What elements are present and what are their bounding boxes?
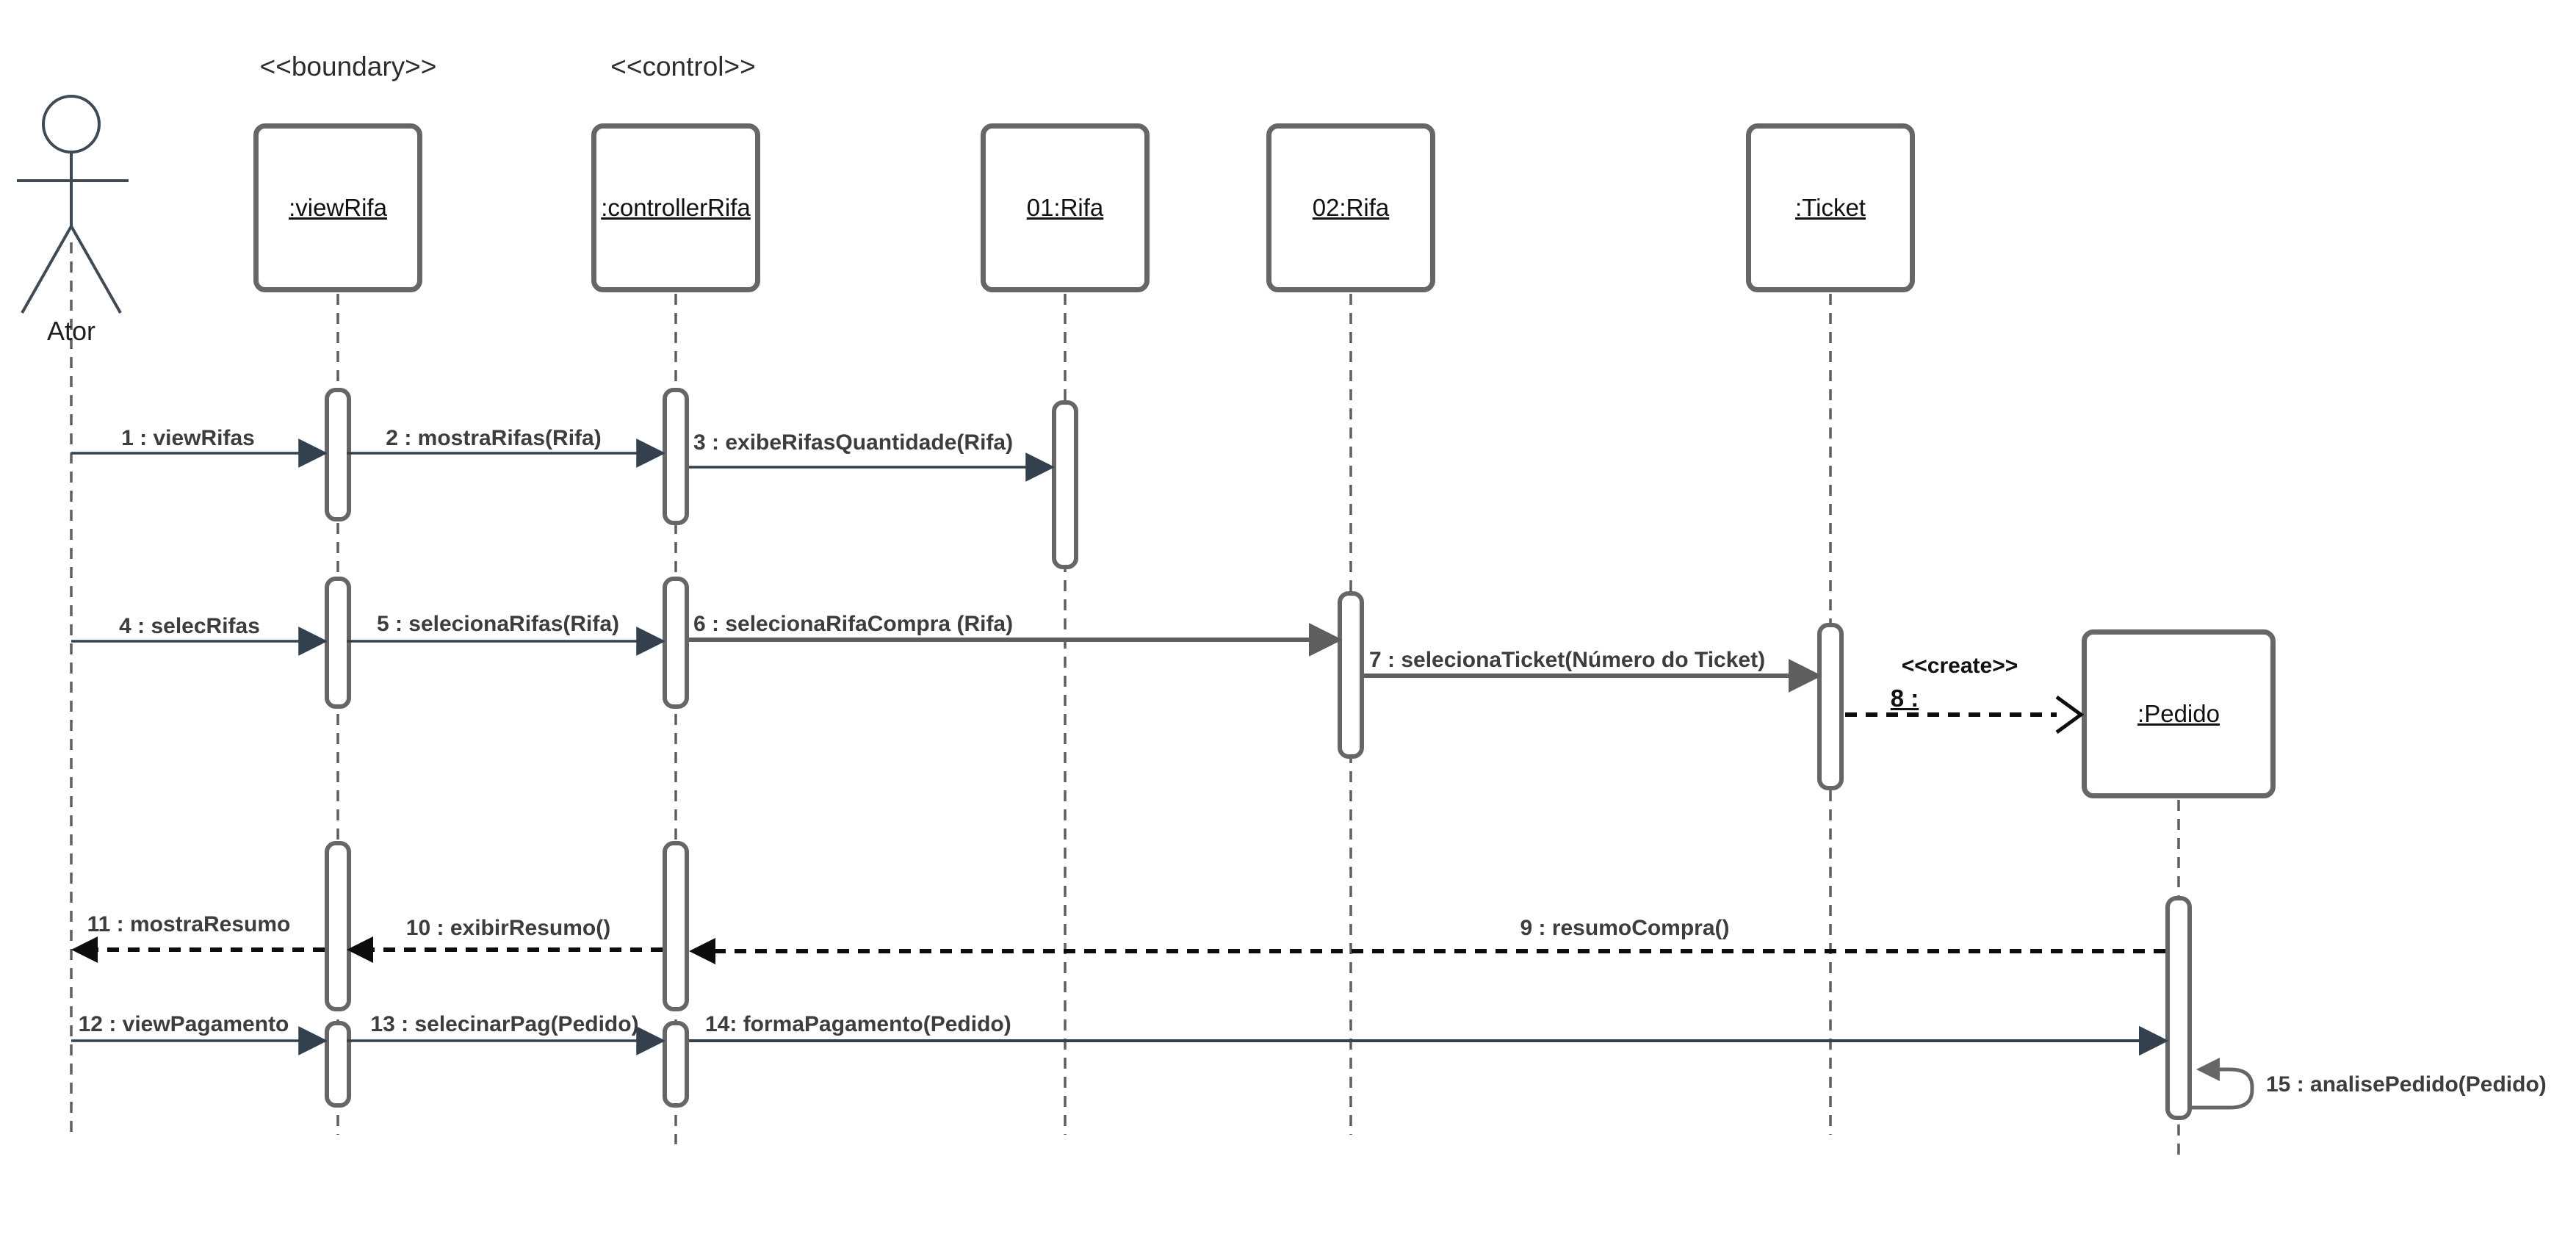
stereotype-control: <<control>> <box>610 51 756 82</box>
message-4-label: 4 : selecRifas <box>119 614 260 638</box>
message-12-label: 12 : viewPagamento <box>78 1012 289 1036</box>
message-11-label: 11 : mostraResumo <box>87 912 291 936</box>
stereotype-boundary: <<boundary>> <box>259 51 437 82</box>
object-box-viewrifa: :viewRifa <box>253 123 422 292</box>
message-14-label: 14: formaPagamento(Pedido) <box>705 1012 1011 1036</box>
activation-controllerrifa-1 <box>663 388 689 525</box>
message-6-label: 6 : selecionaRifaCompra (Rifa) <box>693 612 1014 636</box>
message-13-label: 13 : selecinarPag(Pedido) <box>370 1012 639 1036</box>
message-8-create-arrow <box>1845 695 2085 734</box>
object-box-controllerrifa: :controllerRifa <box>591 123 760 292</box>
message-2-label: 2 : mostraRifas(Rifa) <box>386 426 602 450</box>
message-10-label: 10 : exibirResumo() <box>405 916 611 940</box>
activation-ticket <box>1817 623 1844 790</box>
message-5-label: 5 : selecionaRifas(Rifa) <box>376 612 620 636</box>
message-7-label: 7 : selecionaTicket(Número do Ticket) <box>1369 648 1766 672</box>
message-8-label: 8 : <box>1890 685 1919 712</box>
message-3-label: 3 : exibeRifasQuantidade(Rifa) <box>693 430 1014 455</box>
activation-viewrifa-4 <box>325 1021 351 1108</box>
actor-figure-icon <box>17 95 129 314</box>
activation-rifa01 <box>1052 400 1078 569</box>
message-9-label: 9 : resumoCompra() <box>1520 916 1730 940</box>
actor-label: Ator <box>46 316 96 346</box>
activation-viewrifa-1 <box>325 388 351 521</box>
message-15-self-arrow <box>2192 1058 2254 1110</box>
object-label-ticket: :Ticket <box>1795 194 1866 221</box>
message-3-arrow <box>689 452 1055 482</box>
activation-viewrifa-2 <box>325 577 351 709</box>
activation-pedido <box>2165 896 2192 1120</box>
message-15-label: 15 : analisePedido(Pedido) <box>2266 1072 2547 1097</box>
message-11-arrow <box>71 936 325 963</box>
object-label-rifa01: 01:Rifa <box>1026 194 1104 221</box>
activation-rifa02 <box>1338 591 1364 759</box>
object-label-rifa02: 02:Rifa <box>1312 194 1390 221</box>
activation-controllerrifa-4 <box>663 1021 689 1108</box>
message-8-stereotype: <<create>> <box>1901 654 2018 678</box>
object-label-pedido: :Pedido <box>2137 700 2220 727</box>
message-9-arrow <box>689 938 2165 964</box>
object-box-ticket: :Ticket <box>1746 123 1915 292</box>
activation-controllerrifa-2 <box>663 577 689 709</box>
activation-viewrifa-3 <box>325 841 351 1011</box>
object-label-viewrifa: :viewRifa <box>289 194 387 221</box>
object-label-controllerrifa: :controllerRifa <box>601 194 751 221</box>
object-box-rifa01: 01:Rifa <box>981 123 1150 292</box>
activation-controllerrifa-3 <box>663 841 689 1011</box>
object-box-rifa02: 02:Rifa <box>1266 123 1435 292</box>
message-1-label: 1 : viewRifas <box>121 426 255 450</box>
object-box-pedido: :Pedido <box>2082 629 2276 798</box>
